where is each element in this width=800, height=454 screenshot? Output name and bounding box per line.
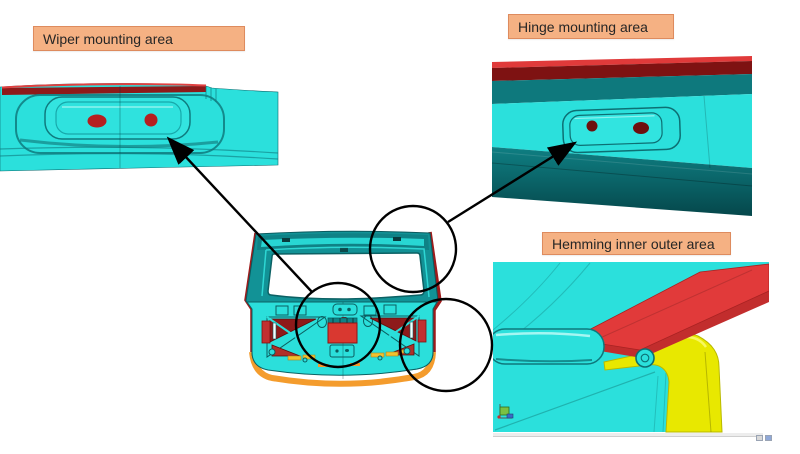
label-hinge-text: Hinge mounting area xyxy=(518,18,648,35)
hinge-detail-view xyxy=(491,56,753,216)
wiper-roof-edge-highlight xyxy=(1,83,207,89)
hinge-bolt-mark-left xyxy=(282,238,290,242)
hemming-floor-line xyxy=(494,371,656,431)
label-hinge-mounting-area: Hinge mounting area xyxy=(508,14,674,39)
side-slot-left xyxy=(272,322,277,340)
axis-triad-icon xyxy=(497,404,514,419)
label-hemming-text: Hemming inner outer area xyxy=(552,235,715,252)
side-red-bar-left xyxy=(261,320,271,344)
hemming-red-outer-front xyxy=(596,290,769,358)
side-slot-right xyxy=(409,321,414,339)
label-wiper-mounting-area: Wiper mounting area xyxy=(33,26,245,51)
window-opening xyxy=(267,252,425,300)
hinge-hole-right xyxy=(633,122,649,134)
wiper-hole-left xyxy=(87,114,107,128)
hemming-wall-lines xyxy=(653,372,667,433)
tailgate-center-latch-mark xyxy=(340,247,348,252)
label-hemming-area: Hemming inner outer area xyxy=(542,232,731,255)
hemming-detail-view xyxy=(493,262,769,433)
hinge-bolt-mark-right xyxy=(393,237,401,241)
hinge-hole-left xyxy=(586,120,598,132)
wiper-detail-view xyxy=(0,83,279,172)
hemming-view-scrollbar[interactable] xyxy=(493,433,763,437)
latch-red-rect xyxy=(327,322,358,344)
hinge-darkred-band xyxy=(492,61,752,81)
wiper-roof-strip xyxy=(2,86,206,95)
hinge-recess xyxy=(562,106,681,154)
hemming-yellow-crease xyxy=(704,351,712,433)
hinge-red-edge xyxy=(492,56,752,68)
scrollbar-button-gray[interactable] xyxy=(756,435,763,441)
hemming-cyan-tube xyxy=(493,328,605,365)
side-red-bar-right xyxy=(417,319,427,343)
wiper-depression-outline xyxy=(15,94,225,154)
hemming-tube-shadow xyxy=(495,358,593,363)
panel-oval-left xyxy=(317,316,327,328)
hinge-surface-line3 xyxy=(703,95,711,169)
hemming-curl-inner xyxy=(640,353,650,363)
label-wiper-text: Wiper mounting area xyxy=(43,30,173,47)
scrollbar-button-blue[interactable] xyxy=(765,435,772,441)
wiper-hole-right xyxy=(144,113,158,127)
tailgate-overview xyxy=(244,230,442,387)
hemming-red-top-line xyxy=(599,269,753,339)
hemming-tube-highlight xyxy=(495,331,591,338)
